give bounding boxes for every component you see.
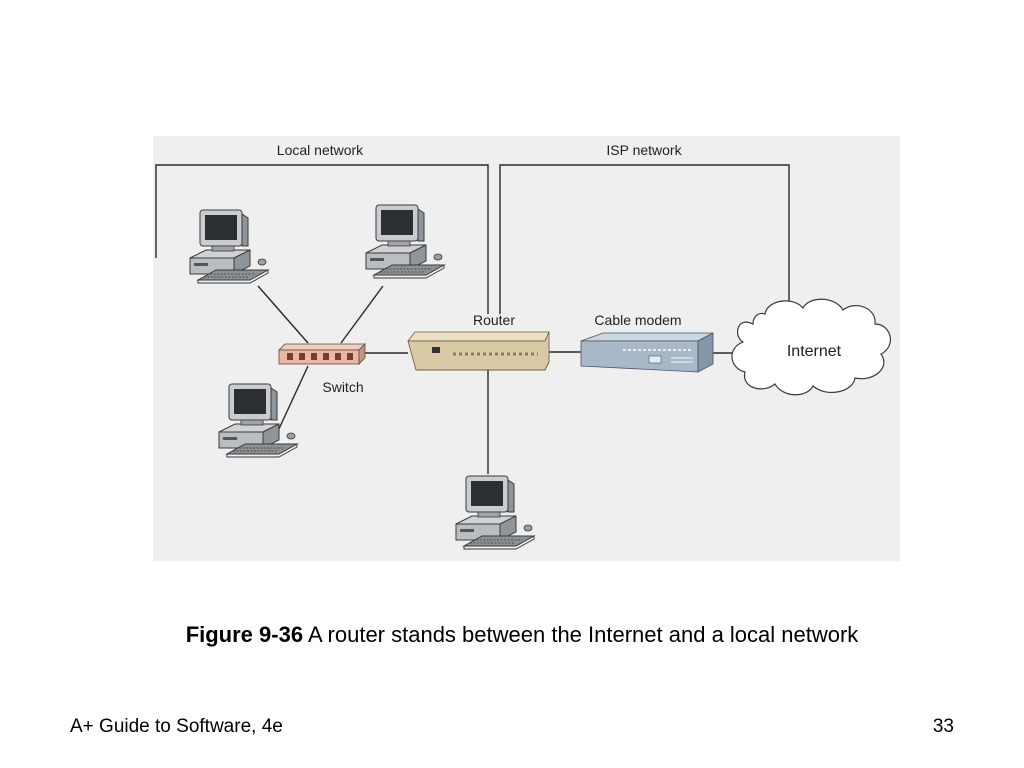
link-pc-top-right-switch bbox=[340, 285, 384, 344]
figure-caption: Figure 9-36 A router stands between the … bbox=[0, 622, 1024, 648]
local-network-bracket bbox=[155, 164, 489, 314]
cable-modem-label: Cable modem bbox=[594, 312, 681, 328]
local-network-label: Local network bbox=[277, 142, 364, 158]
internet-label: Internet bbox=[787, 343, 842, 360]
internet-cloud bbox=[731, 298, 891, 396]
switch-device bbox=[278, 343, 366, 365]
switch-label: Switch bbox=[322, 379, 363, 395]
page-number: 33 bbox=[932, 716, 954, 737]
pc-top-right bbox=[365, 204, 445, 279]
link-pc-top-left-switch bbox=[257, 285, 309, 344]
router-label: Router bbox=[473, 312, 515, 328]
router-device bbox=[407, 331, 550, 371]
caption-text: A router stands between the Internet and… bbox=[303, 622, 859, 647]
pc-bottom bbox=[455, 475, 535, 550]
isp-network-bracket bbox=[499, 164, 790, 314]
link-pc-bottom-left-switch bbox=[277, 365, 309, 432]
cable-modem-device bbox=[580, 332, 714, 373]
figure-number: Figure 9-36 bbox=[185, 622, 304, 647]
isp-network-label: ISP network bbox=[606, 142, 682, 158]
network-figure: Local network ISP network Switch Router bbox=[153, 136, 900, 561]
pc-top-left bbox=[189, 209, 269, 284]
footer-book-title: A+ Guide to Software, 4e bbox=[70, 716, 283, 737]
pc-bottom-left bbox=[218, 383, 298, 458]
